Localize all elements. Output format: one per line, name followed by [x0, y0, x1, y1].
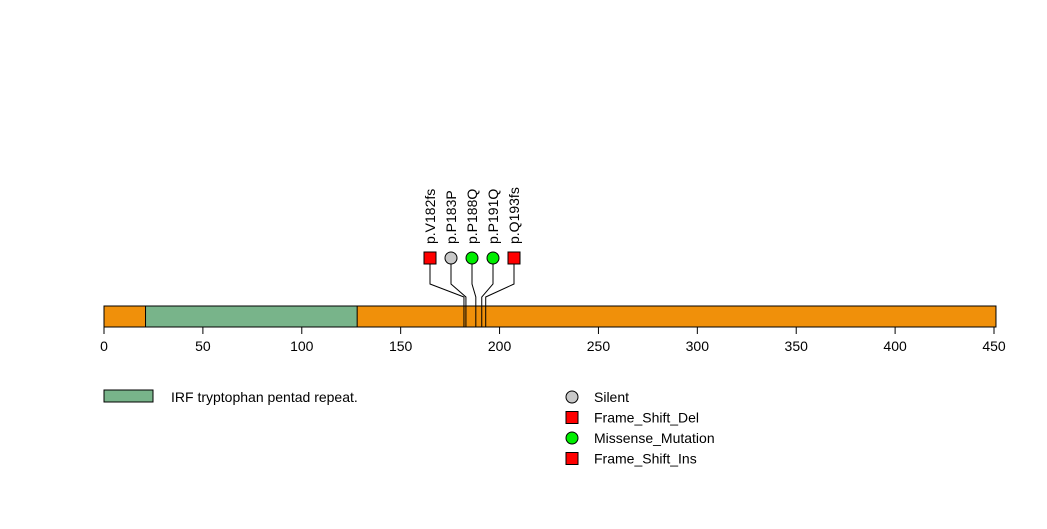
mutation-marker-circle	[465, 251, 479, 265]
legend-mutation-type-label: Frame_Shift_Ins	[594, 451, 697, 467]
mutation-stem	[471, 258, 477, 327]
mutation-label: p.P188Q	[464, 189, 480, 244]
mutation-label: p.P183P	[443, 190, 459, 244]
legend-marker-circle	[565, 431, 579, 445]
mutation-marker-circle	[486, 251, 500, 265]
x-axis-tick-label: 100	[290, 338, 314, 354]
x-axis-tick-label: 200	[488, 338, 512, 354]
legend-marker-square	[565, 452, 579, 465]
x-axis-tick-label: 150	[389, 338, 413, 354]
mutation-label: p.Q193fs	[506, 187, 522, 244]
x-axis-tick-label: 250	[587, 338, 611, 354]
domain-0	[145, 305, 358, 328]
mutation-stem	[429, 258, 465, 327]
mutation-stem	[485, 258, 515, 327]
legend-marker-square	[565, 411, 579, 424]
mutation-label: p.P191Q	[485, 189, 501, 244]
mutation-marker-square	[423, 251, 437, 265]
legend-domain-label: IRF tryptophan pentad repeat.	[171, 389, 358, 405]
legend-mutation-type-label: Missense_Mutation	[594, 430, 715, 446]
x-axis-tick-label: 350	[785, 338, 809, 354]
legend-marker-circle	[565, 390, 579, 404]
legend-mutation-type-label: Silent	[594, 389, 629, 405]
x-axis-tick-label: 50	[195, 338, 211, 354]
mutation-stem	[481, 258, 494, 327]
x-axis-tick-label: 300	[686, 338, 710, 354]
mutation-stem	[450, 258, 467, 327]
x-axis-tick-label: 400	[883, 338, 907, 354]
x-axis-tick-label: 450	[982, 338, 1006, 354]
legend-domain-swatch	[103, 389, 154, 403]
mutation-marker-square	[507, 251, 521, 265]
x-axis-tick-label: 0	[100, 338, 108, 354]
mutation-marker-circle	[444, 251, 458, 265]
legend-mutation-type-label: Frame_Shift_Del	[594, 410, 699, 426]
mutation-label: p.V182fs	[422, 189, 438, 244]
